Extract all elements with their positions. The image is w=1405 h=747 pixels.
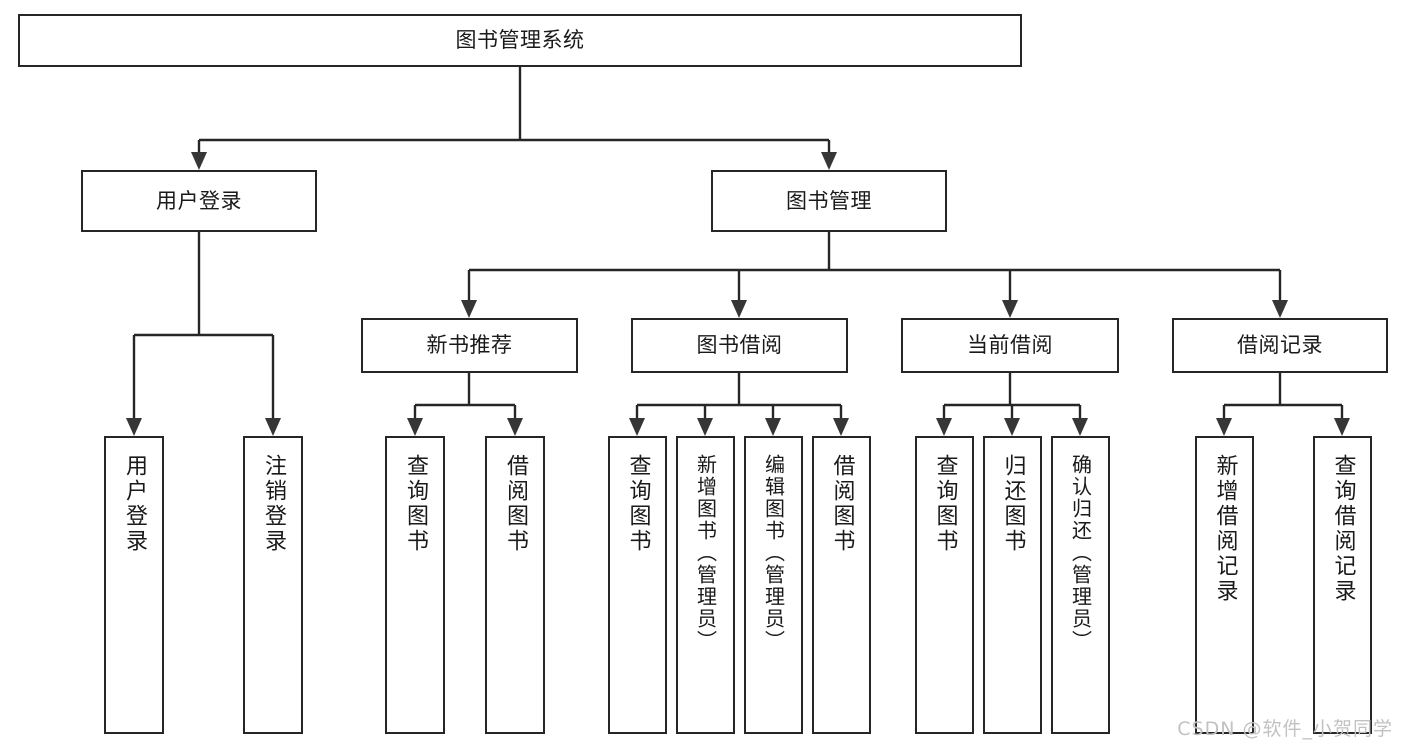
node-leaf-query-book-3-label: 查询图书 <box>932 454 958 554</box>
node-root[interactable]: 图书管理系统 <box>18 14 1022 67</box>
node-leaf-query-book-2-label: 查询图书 <box>625 454 651 554</box>
arrow-leaf-user-login <box>126 418 142 436</box>
node-leaf-borrow-book-1-label: 借阅图书 <box>503 454 528 554</box>
node-leaf-confirm-return[interactable]: 确认归还（管理员） <box>1051 436 1110 734</box>
node-user-login[interactable]: 用户登录 <box>81 170 317 232</box>
node-leaf-query-book-1-label: 查询图书 <box>403 454 428 554</box>
node-leaf-query-record-label: 查询借阅记录 <box>1330 454 1356 604</box>
node-leaf-query-book-1[interactable]: 查询图书 <box>385 436 445 734</box>
node-leaf-query-record[interactable]: 查询借阅记录 <box>1313 436 1372 734</box>
node-current-borrow-label: 当前借阅 <box>967 333 1053 358</box>
node-leaf-logout-label: 注销登录 <box>261 454 286 554</box>
node-book-manage-label: 图书管理 <box>786 188 872 213</box>
arrow-to-book-manage <box>821 152 837 170</box>
node-new-book-recommend[interactable]: 新书推荐 <box>361 318 578 373</box>
node-leaf-borrow-book-1[interactable]: 借阅图书 <box>485 436 545 734</box>
node-leaf-return-book-label: 归还图书 <box>1000 454 1026 554</box>
arrow-leaf-return-book <box>1004 418 1020 436</box>
arrow-leaf-confirm-return <box>1072 418 1088 436</box>
arrow-to-currentborrow <box>1002 300 1018 318</box>
arrow-leaf-borrow-book-2 <box>833 418 849 436</box>
node-root-label: 图书管理系统 <box>455 28 585 53</box>
node-leaf-return-book[interactable]: 归还图书 <box>983 436 1042 734</box>
arrow-leaf-borrow-book-1 <box>507 418 523 436</box>
arrow-to-newbook <box>461 300 477 318</box>
node-leaf-user-login-label: 用户登录 <box>122 454 147 554</box>
node-book-manage[interactable]: 图书管理 <box>711 170 947 232</box>
arrow-to-user-login <box>191 152 207 170</box>
arrow-leaf-query-record <box>1334 418 1350 436</box>
node-leaf-borrow-book-2-label: 借阅图书 <box>829 454 855 554</box>
node-leaf-user-login[interactable]: 用户登录 <box>104 436 164 734</box>
node-leaf-borrow-book-2[interactable]: 借阅图书 <box>812 436 871 734</box>
node-leaf-query-book-3[interactable]: 查询图书 <box>915 436 974 734</box>
node-leaf-confirm-return-label: 确认归还（管理员） <box>1068 454 1093 652</box>
arrow-leaf-add-record <box>1216 418 1232 436</box>
node-leaf-edit-book[interactable]: 编辑图书（管理员） <box>744 436 803 734</box>
node-leaf-query-book-2[interactable]: 查询图书 <box>608 436 667 734</box>
node-book-borrow-label: 图书借阅 <box>696 333 783 358</box>
node-new-book-recommend-label: 新书推荐 <box>426 333 513 358</box>
arrow-to-bookborrow <box>731 300 747 318</box>
node-user-login-label: 用户登录 <box>156 188 242 213</box>
node-borrow-record-label: 借阅记录 <box>1237 333 1323 358</box>
node-leaf-add-record-label: 新增借阅记录 <box>1212 454 1238 604</box>
node-leaf-add-book-label: 新增图书（管理员） <box>693 454 718 652</box>
node-leaf-add-record[interactable]: 新增借阅记录 <box>1195 436 1254 734</box>
node-current-borrow[interactable]: 当前借阅 <box>901 318 1119 373</box>
node-leaf-logout[interactable]: 注销登录 <box>243 436 303 734</box>
node-leaf-add-book[interactable]: 新增图书（管理员） <box>676 436 735 734</box>
arrow-leaf-add-book <box>697 418 713 436</box>
arrow-leaf-query-book-1 <box>407 418 423 436</box>
node-book-borrow[interactable]: 图书借阅 <box>631 318 848 373</box>
arrow-leaf-query-book-3 <box>936 418 952 436</box>
node-borrow-record[interactable]: 借阅记录 <box>1172 318 1388 373</box>
arrow-to-borrowrecord <box>1272 300 1288 318</box>
arrow-leaf-logout <box>265 418 281 436</box>
node-leaf-edit-book-label: 编辑图书（管理员） <box>761 454 786 652</box>
arrow-leaf-query-book-2 <box>629 418 645 436</box>
arrow-leaf-edit-book <box>765 418 781 436</box>
